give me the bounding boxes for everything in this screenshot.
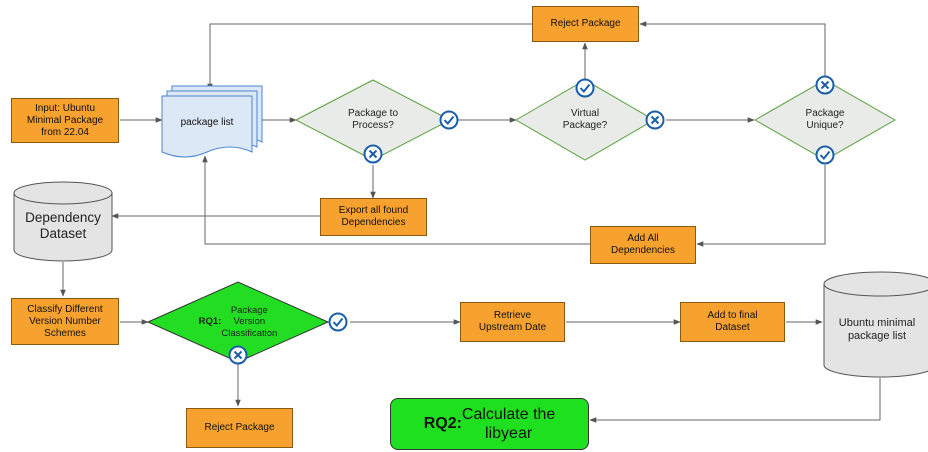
input-box-label: Input: Ubuntu Minimal Package from 22.04 — [26, 102, 104, 138]
reject-package-top-label: Reject Package — [550, 18, 621, 29]
export-dependencies-box: Export all found Dependencies — [320, 198, 427, 236]
input-box: Input: Ubuntu Minimal Package from 22.04 — [11, 98, 119, 143]
decision-unique-text: Package Unique? — [805, 108, 845, 131]
x-circle-icon — [815, 75, 835, 95]
check-circle-icon — [815, 145, 835, 165]
x-circle-icon — [363, 144, 383, 164]
rq2-calculate-libyear-box: RQ2: Calculate the libyear — [390, 398, 589, 450]
reject-package-bottom: Reject Package — [186, 408, 293, 448]
rq1-decision-diamond — [146, 281, 330, 363]
edge-ubuntu-to-rq2 — [589, 378, 881, 423]
rq2-text: Calculate the libyear — [461, 405, 556, 442]
package-list-text: package list — [180, 117, 234, 128]
classify-schemes-label: Classify Different Version Number Scheme… — [27, 303, 103, 339]
retrieve-upstream-box: Retrieve Upstream Date — [460, 302, 565, 342]
check-circle-icon — [575, 78, 595, 98]
reject-package-bottom-label: Reject Package — [204, 422, 275, 433]
package-list-document — [161, 85, 263, 158]
dependency-dataset-text: Dependency Dataset — [25, 209, 101, 241]
x-circle-icon — [645, 110, 665, 130]
decision-virtual-text: Virtual Package? — [562, 108, 608, 131]
decision-virtual-label: Virtual Package? — [535, 100, 635, 140]
edge-unique-to-reject — [639, 21, 826, 76]
add-all-dependencies-label: Add All Dependencies — [611, 233, 675, 256]
decision-process-label: Package to Process? — [318, 100, 428, 140]
decision-unique-label: Package Unique? — [775, 100, 875, 140]
export-dependencies-label: Export all found Dependencies — [338, 205, 409, 228]
rq1-title: RQ1: — [198, 316, 222, 328]
classify-schemes-box: Classify Different Version Number Scheme… — [11, 298, 119, 345]
package-list-label: package list — [162, 105, 252, 141]
edge-addall-to-list — [202, 155, 590, 245]
add-final-dataset-box: Add to final Dataset — [680, 302, 785, 342]
retrieve-upstream-label: Retrieve Upstream Date — [478, 310, 547, 333]
add-final-dataset-label: Add to final Dataset — [707, 310, 758, 333]
decision-unique-diamond — [753, 79, 897, 161]
ubuntu-list-cylinder — [823, 271, 928, 378]
edge-reject-to-list — [207, 23, 532, 91]
dependency-dataset-cylinder — [13, 181, 113, 262]
rq2-title: RQ2: — [423, 415, 462, 433]
edge-unique-to-addall — [696, 165, 826, 247]
x-circle-icon — [228, 345, 248, 365]
decision-process-text: Package to Process? — [347, 108, 399, 131]
dependency-dataset-label: Dependency Dataset — [14, 208, 112, 244]
rq1-label: RQ1: Package Version Classification — [183, 298, 293, 346]
rq1-text: Package Version Classification — [221, 304, 278, 339]
check-circle-icon — [328, 312, 348, 332]
reject-package-top: Reject Package — [532, 6, 639, 42]
ubuntu-list-label: Ubuntu minimal package list — [826, 312, 928, 348]
ubuntu-list-text: Ubuntu minimal package list — [838, 316, 916, 342]
add-all-dependencies-box: Add All Dependencies — [590, 226, 696, 264]
check-circle-icon — [439, 110, 459, 130]
connectors — [60, 21, 881, 423]
